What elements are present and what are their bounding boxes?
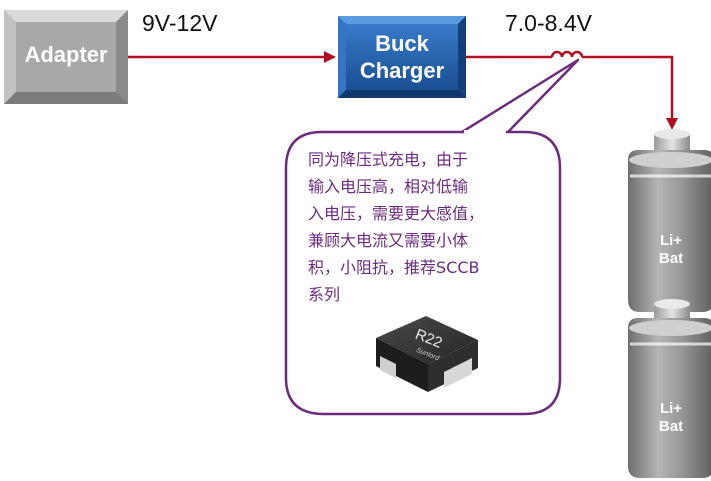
battery-bottom-label: Li+ Bat <box>641 400 701 436</box>
battery-top-line2: Bat <box>658 250 684 267</box>
callout-line: 积，小阻抗，推荐SCCB <box>308 258 480 277</box>
callout-bubble <box>284 58 580 416</box>
adapter-voltage-label: 9V-12V <box>142 10 218 36</box>
wire-to-battery <box>582 55 674 120</box>
battery-bottom-line1: Li+ <box>659 400 683 417</box>
battery-bottom <box>628 299 711 478</box>
adapter-block <box>4 10 128 104</box>
battery-top-line1: Li+ <box>659 232 683 249</box>
inductor-coil-icon <box>550 50 584 58</box>
callout-line: 兼顾大电流又需要小体 <box>308 231 469 250</box>
battery-top-label: Li+ Bat <box>641 232 701 268</box>
callout-line: 同为降压式充电，由于 <box>308 150 469 169</box>
callout-line: 输入电压高，相对低输 <box>308 177 469 196</box>
inductor-chip: R22 Sunlord <box>376 316 478 392</box>
charger-label-line2: Charger <box>359 58 445 83</box>
buck-charger-block <box>338 16 466 98</box>
battery-bottom-line2: Bat <box>658 418 684 435</box>
battery-top <box>628 129 711 312</box>
arrow-head-icon <box>324 51 336 63</box>
callout-text: 同为降压式充电，由于 输入电压高，相对低输 入电压，需要更大感值， 兼顾大电流又… <box>308 146 540 308</box>
adapter-label: Adapter <box>24 42 108 67</box>
callout-line: 系列 <box>308 285 341 304</box>
output-voltage-label: 7.0-8.4V <box>505 10 592 36</box>
callout-line: 入电压，需要更大感值， <box>308 204 485 223</box>
charger-label-line1: Buck <box>375 31 429 56</box>
arrow-head-icon <box>666 118 678 130</box>
